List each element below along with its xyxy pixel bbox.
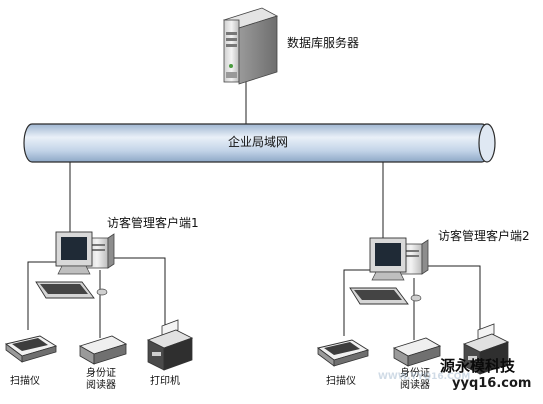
client2-id-reader-label-line2: 阅读器 bbox=[400, 379, 430, 391]
connection-lines bbox=[27, 82, 481, 340]
client1-printer-icon bbox=[146, 319, 194, 371]
link-client1-scanner bbox=[27, 261, 56, 330]
lan-label: 企业局域网 bbox=[228, 135, 289, 149]
lan-backbone bbox=[23, 123, 496, 163]
server-label: 数据库服务器 bbox=[287, 36, 360, 50]
client1-scanner-icon bbox=[4, 335, 58, 363]
client2-id-reader-label-line1: 身份证 bbox=[400, 368, 430, 379]
client1-id-reader-icon bbox=[78, 335, 128, 365]
link-client2-printer bbox=[420, 265, 481, 330]
client2-pc-icon bbox=[349, 237, 429, 305]
client1-label: 访客管理客户端1 bbox=[107, 216, 199, 230]
link-client2-scanner bbox=[343, 269, 370, 336]
client1-printer-label: 打印机 bbox=[150, 376, 180, 387]
client2-id-reader-icon bbox=[392, 337, 442, 367]
client1-scanner-label: 扫描仪 bbox=[10, 376, 40, 387]
client2-label: 访客管理客户端2 bbox=[438, 229, 530, 243]
client2-id-reader-label: 身份证 阅读器 bbox=[400, 368, 430, 391]
server-icon bbox=[222, 7, 279, 85]
client1-id-reader-label-line2: 阅读器 bbox=[86, 379, 116, 391]
link-client1-printer bbox=[106, 257, 166, 326]
client1-id-reader-label-line1: 身份证 bbox=[86, 368, 116, 379]
watermark-url: yyq16.com bbox=[452, 376, 532, 391]
client1-id-reader-label: 身份证 阅读器 bbox=[86, 368, 116, 391]
watermark-brand: 源永模科技 bbox=[440, 357, 516, 375]
watermark-faint-url: WWW.YYQ16.COM bbox=[378, 372, 471, 382]
client2-scanner-label: 扫描仪 bbox=[326, 376, 356, 387]
client2-printer-icon bbox=[462, 323, 510, 375]
client1-pc-icon bbox=[35, 231, 115, 299]
client2-scanner-icon bbox=[316, 339, 370, 367]
